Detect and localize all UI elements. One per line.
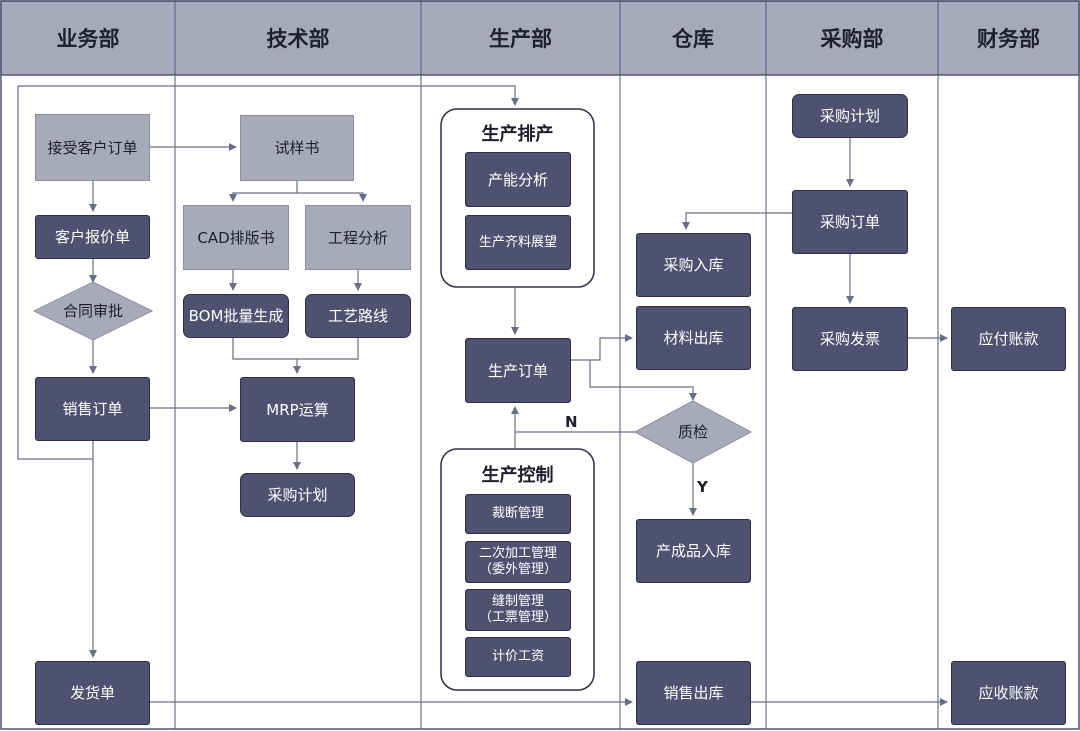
lane-header-production: 生产部	[489, 26, 552, 51]
node-sales-out: 销售出库	[636, 661, 751, 725]
edge-sample-split-right	[297, 192, 367, 202]
node-quality-check: 质检	[677, 423, 708, 441]
lane-header-warehouse: 仓库	[672, 26, 714, 51]
node-capacity-analysis: 产能分析	[465, 152, 571, 207]
lane-header-tech: 技术部	[266, 26, 330, 51]
node-accounts-receivable: 应收账款	[951, 661, 1066, 725]
node-purchase-in: 采购入库	[636, 233, 751, 297]
node-production-order: 生产订单	[465, 338, 571, 403]
node-sewing: 缝制管理 （工票管理）	[465, 589, 571, 631]
group-title-schedule: 生产排产	[481, 124, 554, 145]
lane-header-finance: 财务部	[977, 26, 1040, 51]
node-purchase-invoice: 采购发票	[792, 307, 908, 371]
node-contract-approval: 合同审批	[62, 302, 123, 320]
node-process-route: 工艺路线	[305, 294, 411, 338]
lane-header-sales: 业务部	[56, 26, 120, 51]
node-engineering-analysis: 工程分析	[305, 205, 411, 270]
header-band	[0, 0, 1080, 76]
edge-bom-merge	[232, 338, 359, 360]
node-purchase-plan: 采购计划	[792, 94, 908, 138]
node-accounts-payable: 应付账款	[951, 307, 1066, 371]
connectors	[17, 85, 948, 706]
node-sales-order: 销售订单	[35, 377, 150, 441]
node-cad-layout: CAD排版书	[183, 205, 289, 270]
label-yes: Y	[697, 478, 708, 496]
lane-header-purchasing: 采购部	[820, 26, 884, 51]
lane-dividers	[174, 1, 939, 729]
node-bom-generate: BOM批量生成	[183, 294, 289, 338]
qc-diamond-shape	[633, 400, 753, 464]
group-title-control: 生产控制	[481, 465, 554, 486]
node-product-in: 产成品入库	[636, 519, 751, 583]
node-material-outlook: 生产齐料展望	[465, 215, 571, 270]
edge-loop-to-production	[17, 85, 519, 460]
edge-porder-to-purchase-in	[682, 212, 792, 230]
node-cutting: 裁断管理	[465, 494, 571, 534]
node-sample-book: 试样书	[240, 115, 354, 181]
edge-sample-split	[229, 181, 298, 202]
edge-order-to-qc	[589, 360, 697, 401]
node-purchase-plan-tech: 采购计划	[240, 473, 355, 517]
node-material-out: 材料出库	[636, 306, 751, 370]
node-piece-wages: 计价工资	[465, 637, 571, 677]
edge-order-to-material	[571, 334, 633, 361]
node-accept-order: 接受客户订单	[35, 114, 150, 181]
label-no: N	[565, 413, 578, 431]
node-delivery: 发货单	[35, 661, 150, 725]
contract-diamond-shape	[32, 281, 154, 341]
node-quote: 客户报价单	[35, 215, 150, 259]
node-secondary-processing: 二次加工管理 （委外管理）	[465, 541, 571, 583]
node-mrp: MRP运算	[240, 377, 355, 442]
node-purchase-order: 采购订单	[792, 190, 908, 254]
